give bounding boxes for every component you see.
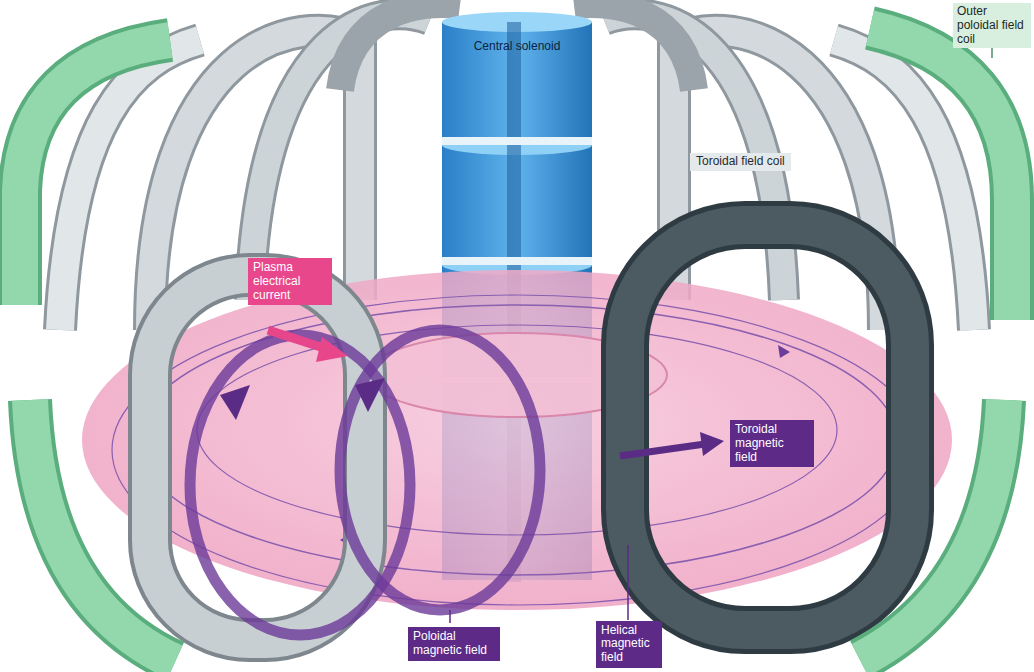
field-label: Toroidal magnetic field: [730, 420, 814, 467]
poloidal-field-arrows: [190, 330, 540, 635]
part-label: Toroidal field coil: [690, 153, 791, 171]
outer-pf-coils-bottom: [30, 400, 1004, 662]
field-label: Poloidal magnetic field: [408, 627, 500, 661]
field-label: Helical magnetic field: [596, 621, 662, 668]
leader-lines: [450, 42, 992, 623]
toroidal-field-arrow: [620, 432, 724, 456]
plasma-current-arrow: [268, 330, 348, 362]
part-label: Outer poloidal field coil: [953, 3, 1031, 48]
front-tf-coils: [150, 225, 910, 640]
field-label: Plasma electrical current: [248, 258, 332, 305]
part-label: Central solenoid: [462, 40, 572, 54]
plasma-torus: [82, 270, 952, 610]
